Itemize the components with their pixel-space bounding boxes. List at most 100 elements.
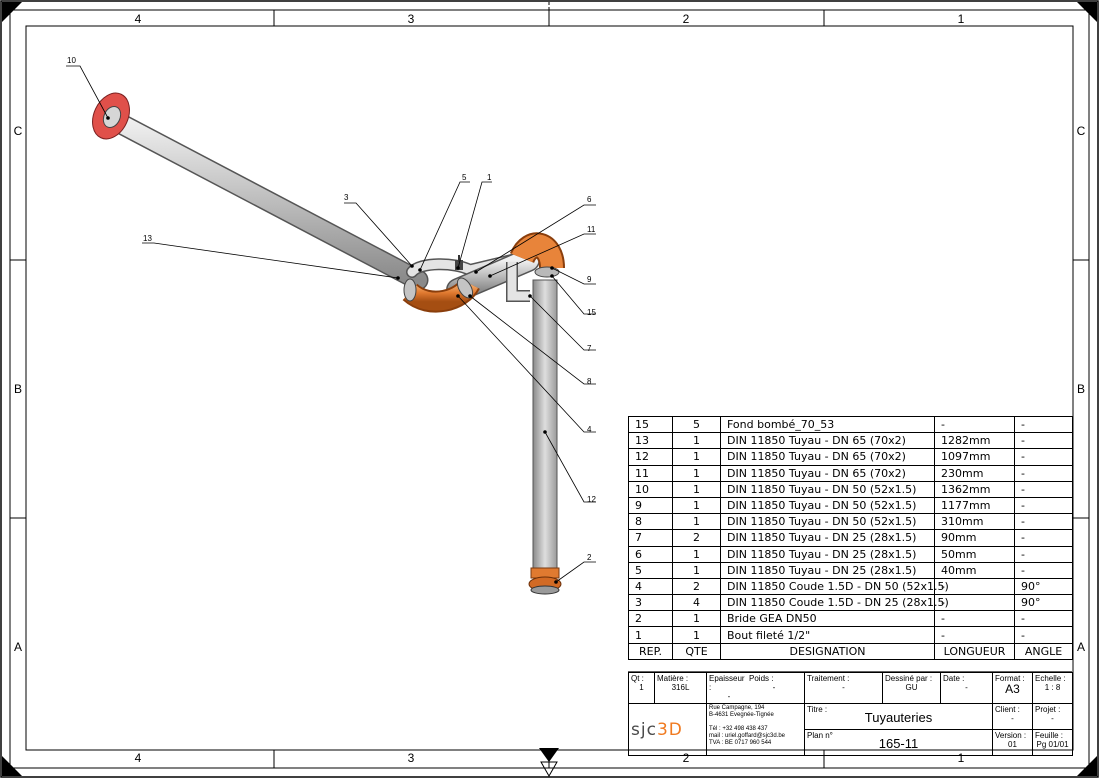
bom-cell-angle: -: [1014, 561, 1073, 579]
tb-titre-label: Titre :: [807, 705, 828, 714]
tb-logo-cell: sjc3D: [628, 703, 707, 756]
tb-client-label: Client :: [995, 705, 1020, 714]
bom-cell-designation: DIN 11850 Tuyau - DN 25 (28x1.5): [720, 545, 935, 563]
tb-plan-value: 165-11: [878, 736, 919, 751]
tb-poids-label: Poids :: [749, 674, 774, 683]
bom-header-row: REP. QTE DESIGNATION LONGUEUR ANGLE: [628, 642, 1073, 660]
bom-cell-angle: -: [1014, 464, 1073, 482]
zone-col-4-top: 4: [134, 12, 142, 26]
tb-epaisseur-value: -: [727, 692, 731, 701]
bom-cell-qte: 2: [672, 529, 721, 547]
bom-cell-qte: 4: [672, 594, 721, 612]
bom-cell-rep: 6: [628, 545, 673, 563]
tb-dessine-label: Dessiné par :: [885, 674, 933, 683]
bom-cell-qte: 1: [672, 610, 721, 628]
bom-cell-longueur: 90mm: [934, 529, 1015, 547]
corner-mark-bl: [2, 756, 22, 776]
bom-cell-qte: 1: [672, 561, 721, 579]
bom-cell-qte: 1: [672, 513, 721, 531]
tb-format-label: Format :: [995, 674, 1025, 683]
center-mark-bottom-outline: [540, 761, 558, 778]
bom-cell-designation: DIN 11850 Tuyau - DN 65 (70x2): [720, 432, 935, 450]
tb-client-cell: Client :-: [992, 703, 1033, 730]
tb-tel: Tél : +32 498 438 437: [709, 726, 768, 732]
tb-titre-value: Tuyauteries: [864, 710, 933, 725]
callout-12: 12: [587, 495, 596, 504]
tb-version-label: Version :: [995, 731, 1027, 740]
tb-version-value: 01: [1008, 740, 1017, 749]
bom-cell-designation: DIN 11850 Tuyau - DN 50 (52x1.5): [720, 513, 935, 531]
tb-feuille-value: Pg 01/01: [1036, 740, 1069, 749]
bom-cell-longueur: -: [934, 415, 1015, 434]
bom-cell-designation: Bride GEA DN50: [720, 610, 935, 628]
callout-15: 15: [587, 308, 596, 317]
zone-col-3-bottom: 3: [407, 751, 415, 765]
leader-lines: [66, 65, 596, 583]
tb-address-cell: Rue Campagne, 194 B-4631 Evegnée-Tignée …: [706, 703, 805, 756]
bom-header-rep: REP.: [628, 642, 673, 660]
callout-6: 6: [587, 195, 592, 204]
corner-mark-tr: [1077, 2, 1097, 22]
bom-cell-rep: 1: [628, 626, 673, 644]
callout-13: 13: [143, 234, 152, 243]
bom-cell-designation: DIN 11850 Tuyau - DN 50 (52x1.5): [720, 480, 935, 498]
tb-address-1: Rue Campagne, 194: [709, 705, 765, 711]
bom-cell-longueur: 1177mm: [934, 496, 1015, 515]
zone-row-a-right: A: [1076, 640, 1085, 654]
callout-10: 10: [67, 56, 76, 65]
bom-cell-qte: 2: [672, 577, 721, 596]
tb-plan-cell: Plan n°165-11: [804, 729, 993, 756]
bom-cell-angle: -: [1014, 626, 1073, 644]
zone-col-4-bottom: 4: [134, 751, 142, 765]
tb-projet-value: -: [1051, 714, 1054, 723]
bom-cell-angle: -: [1014, 448, 1073, 466]
bom-cell-designation: DIN 11850 Coude 1.5D - DN 25 (28x1.5): [720, 594, 949, 612]
callout-11: 11: [587, 225, 596, 234]
company-logo: sjc3D: [631, 720, 683, 740]
tb-echelle-value: 1 : 8: [1044, 683, 1061, 692]
tb-epaisseur-poids-cell: Epaisseur :-Poids :-: [706, 672, 805, 704]
tb-version-cell: Version :01: [992, 729, 1033, 756]
bom-cell-rep: 8: [628, 513, 673, 531]
bom-cell-rep: 2: [628, 610, 673, 628]
bom-cell-longueur: 1282mm: [934, 432, 1015, 450]
bom-cell-designation: DIN 11850 Tuyau - DN 65 (70x2): [720, 448, 935, 466]
bom-cell-designation: DIN 11850 Tuyau - DN 50 (52x1.5): [720, 496, 935, 515]
callout-2: 2: [587, 553, 592, 562]
bom-cell-angle: 90°: [1014, 577, 1073, 596]
callout-5: 5: [462, 173, 467, 182]
bom-cell-rep: 5: [628, 561, 673, 579]
bom-cell-angle: -: [1014, 415, 1073, 434]
bom-cell-longueur: 310mm: [934, 513, 1015, 531]
bom-cell-angle: -: [1014, 513, 1073, 531]
bom-cell-rep: 4: [628, 577, 673, 596]
bom-cell-qte: 1: [672, 432, 721, 450]
bom-cell-rep: 3: [628, 594, 673, 612]
bom-cell-angle: -: [1014, 610, 1073, 628]
tb-matiere-value: 316L: [671, 683, 690, 692]
bom-cell-qte: 1: [672, 448, 721, 466]
bom-cell-designation: DIN 11850 Coude 1.5D - DN 50 (52x1.5): [720, 577, 949, 596]
tb-dessine-cell: Dessiné par :GU: [882, 672, 941, 704]
tb-matiere-label: Matière :: [657, 674, 689, 683]
bom-cell-designation: Bout fileté 1/2": [720, 626, 935, 644]
zone-col-1-top: 1: [957, 12, 965, 26]
zone-col-3-top: 3: [407, 12, 415, 26]
tb-projet-label: Projet :: [1035, 705, 1061, 714]
callout-1: 1: [487, 173, 492, 182]
leader-dots: [106, 116, 558, 584]
bom-cell-designation: DIN 11850 Tuyau - DN 65 (70x2): [720, 464, 935, 482]
tb-date-value: -: [965, 683, 968, 692]
bom-header-longueur: LONGUEUR: [934, 642, 1015, 660]
